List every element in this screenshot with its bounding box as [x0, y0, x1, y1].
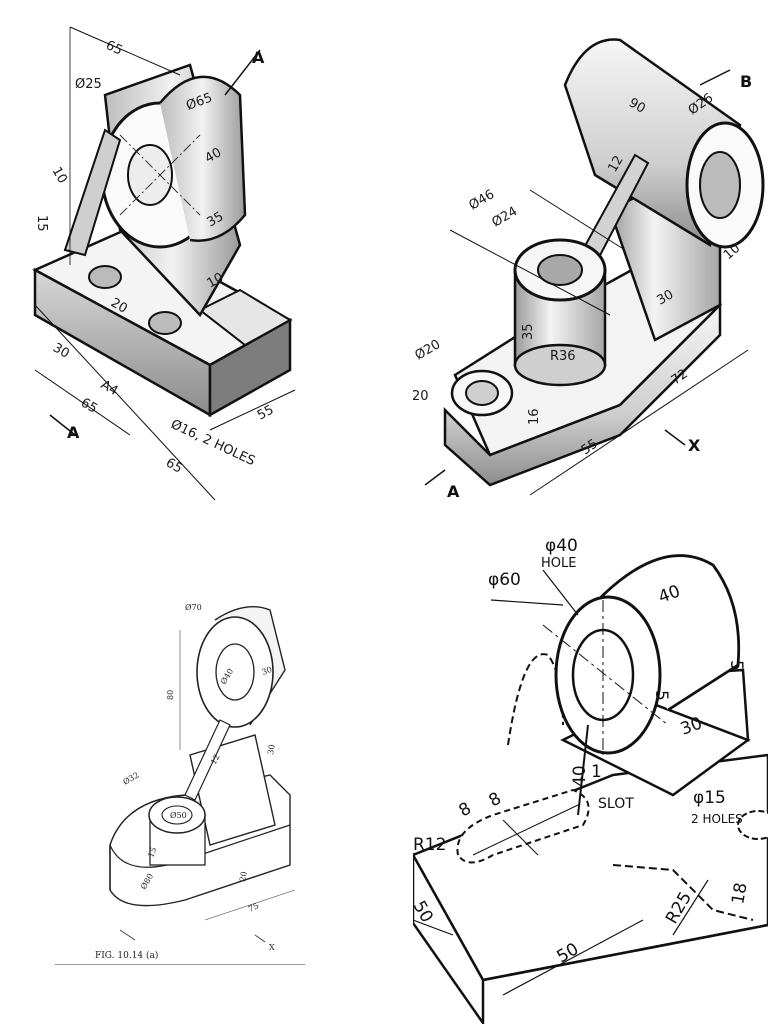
- dim-label: 80: [166, 690, 175, 700]
- section-mark: X: [269, 943, 275, 952]
- dim-label: 15: [34, 215, 49, 232]
- dim-label: 10: [49, 165, 70, 187]
- dim-label: Ø32: [122, 771, 141, 787]
- dim-label: 65: [163, 455, 185, 476]
- dim-label: 35: [521, 323, 536, 340]
- drawing-top-right: 90 Ø26 12 Ø46 Ø24 10 30 35 R36 Ø20 20 16…: [410, 15, 768, 505]
- dim-label: Ø46: [467, 187, 498, 213]
- dim-label: 50: [413, 898, 437, 927]
- isometric-bracket-drawing: 65 Ø25 Ø65 10 40 35 10 15 20 30 A4 65 Ø1…: [32, 26, 296, 501]
- dim-label: R36: [550, 349, 576, 364]
- section-mark: B: [740, 72, 752, 91]
- drawing-top-left: 65 Ø25 Ø65 10 40 35 10 15 20 30 A4 65 Ø1…: [30, 15, 310, 505]
- dim-label: 30: [50, 340, 72, 361]
- dim-label: HOLE: [541, 556, 576, 571]
- dim-label: φ60: [488, 570, 521, 590]
- caption-rule: [55, 964, 305, 965]
- dim-label: 8: [486, 789, 505, 812]
- dim-label: 12: [605, 153, 626, 175]
- dim-label: Ø24: [490, 204, 521, 230]
- dim-label: A4: [98, 377, 120, 399]
- dim-label: 5: [726, 660, 746, 671]
- dim-label: Ø20: [413, 337, 444, 363]
- dim-label: φ15: [693, 788, 726, 808]
- dim-label: 65: [78, 395, 100, 416]
- dim-label: 20: [412, 389, 429, 404]
- dim-label: 5: [651, 690, 671, 701]
- dim-label: 18: [728, 881, 751, 906]
- dim-label: Ø70: [185, 603, 202, 612]
- section-mark: A: [447, 482, 460, 501]
- dim-label: 90: [626, 95, 648, 116]
- dim-label: 16: [527, 408, 542, 425]
- dim-label: 40: [203, 145, 225, 166]
- dim-label: 12: [209, 753, 222, 766]
- section-mark: A: [252, 48, 265, 67]
- dim-label: 40: [570, 765, 590, 787]
- dim-label: 35: [205, 209, 227, 230]
- drawing-bottom-left: Ø70 80 Ø40 30 12 30 Ø32 Ø50 15 Ø80 20 75…: [55, 590, 305, 970]
- dim-label: φ40: [545, 536, 578, 556]
- dim-label: 20: [238, 871, 249, 883]
- hand-sketched-part-drawing: φ40 HOLE φ60 40 5 5 30 40 1 8 8 SLOT φ15…: [413, 536, 768, 1024]
- dim-label: 55: [255, 403, 277, 424]
- dim-label: 30: [266, 744, 277, 756]
- dim-label: 8: [456, 799, 475, 822]
- dim-label: 10: [205, 270, 227, 291]
- dim-label: Ø50: [170, 811, 187, 820]
- dim-label: 30: [261, 665, 274, 677]
- dim-label: 20: [108, 295, 130, 316]
- dim-label: 30: [655, 287, 677, 308]
- isometric-bearing-drawing: 90 Ø26 12 Ø46 Ø24 10 30 35 R36 Ø20 20 16…: [412, 38, 765, 501]
- dim-label: 1: [591, 762, 602, 782]
- dim-label: 15: [146, 846, 158, 859]
- dim-label: 2 HOLES: [691, 812, 743, 826]
- dim-label: 75: [247, 901, 260, 913]
- figure-caption: FIG. 10.14 (a): [95, 951, 159, 961]
- dim-label: 65: [103, 38, 124, 59]
- dim-label: R12: [413, 835, 446, 855]
- dim-label: SLOT: [598, 796, 634, 812]
- isometric-support-drawing: Ø70 80 Ø40 30 12 30 Ø32 Ø50 15 Ø80 20 75…: [109, 603, 296, 952]
- drawing-bottom-right: φ40 HOLE φ60 40 5 5 30 40 1 8 8 SLOT φ15…: [413, 525, 768, 1024]
- section-mark: A: [67, 423, 80, 442]
- section-mark: X: [688, 436, 701, 455]
- dim-label: Ø25: [75, 77, 102, 92]
